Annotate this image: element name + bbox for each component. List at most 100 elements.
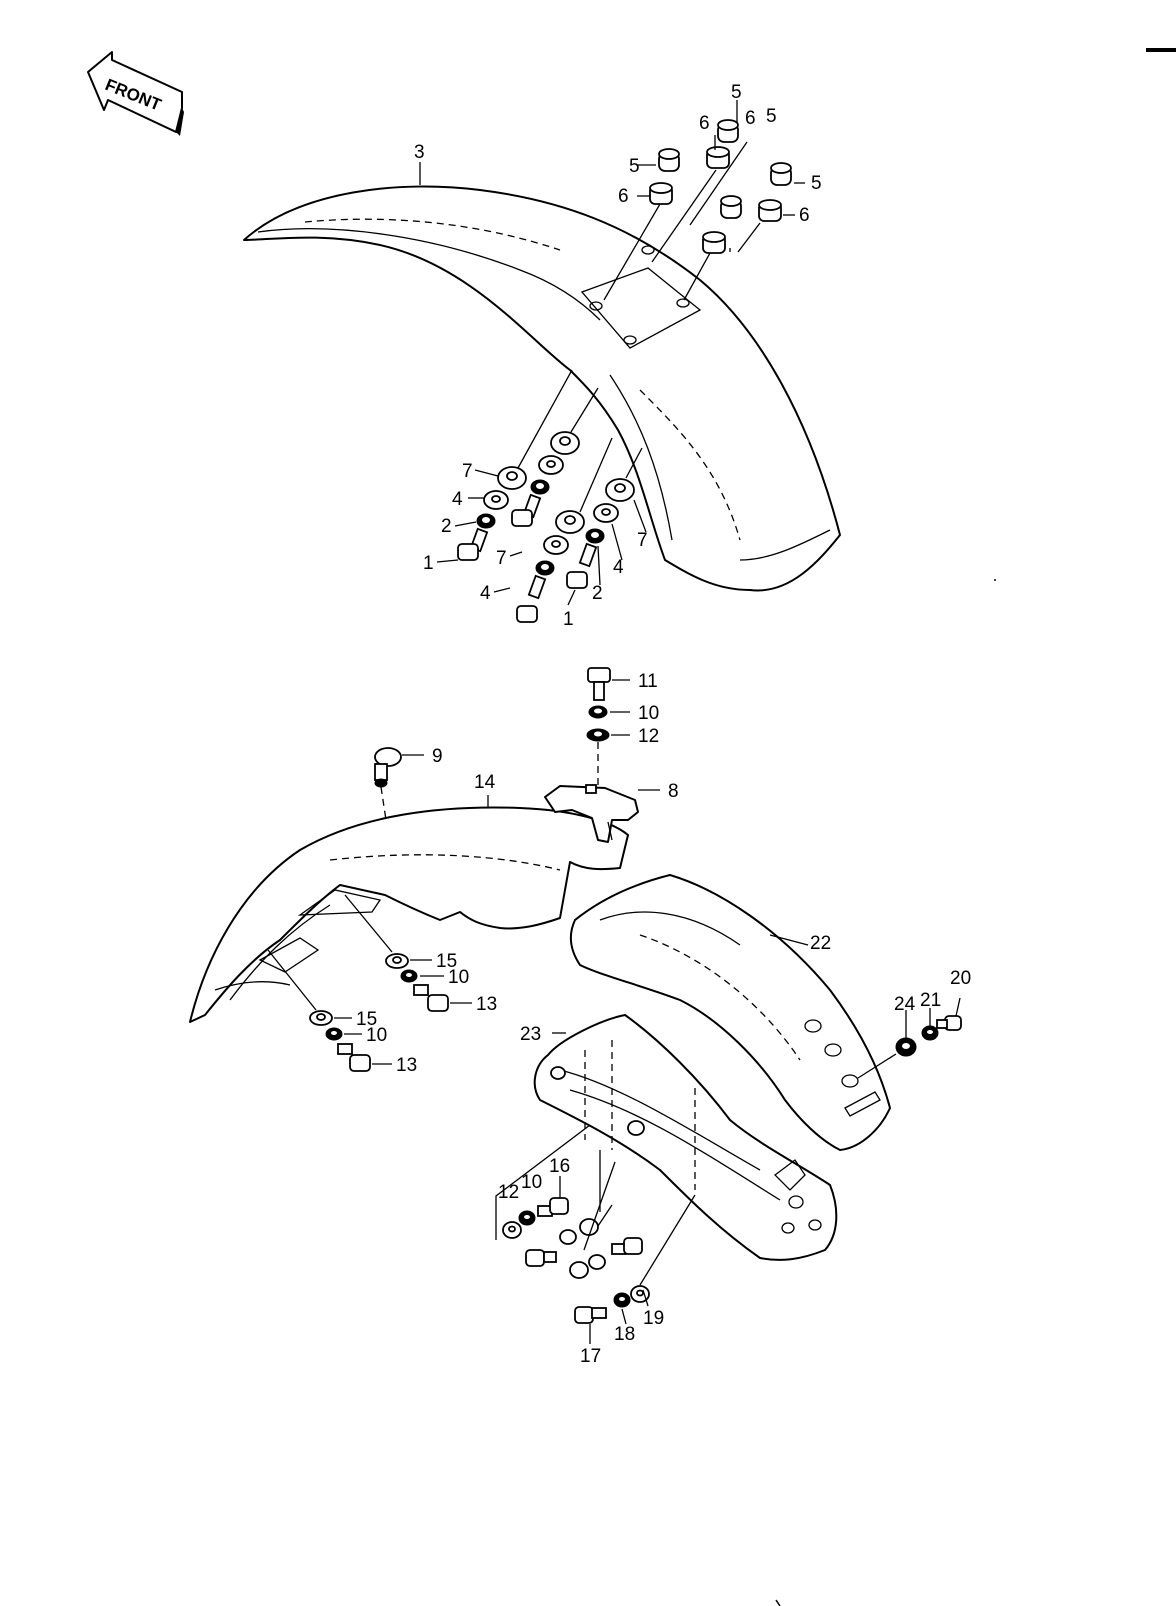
cap-nut-group	[649, 119, 792, 254]
washer-24	[895, 1037, 917, 1057]
callout-leaders	[334, 100, 961, 1344]
bolt-b	[525, 1249, 557, 1267]
washer-b	[579, 1218, 599, 1236]
washer-a	[559, 1229, 577, 1245]
cap-nut-5d	[720, 195, 742, 219]
callout-15: 15	[356, 1009, 377, 1030]
callout-2: 2	[441, 516, 452, 537]
callout-3: 3	[414, 142, 425, 163]
top-leader-lines	[603, 141, 761, 301]
collar-6a	[706, 146, 730, 169]
lock-washer-10b	[400, 969, 418, 983]
grommet-7c	[605, 478, 635, 502]
lock-washer-2a	[476, 513, 496, 529]
callout-5: 5	[766, 106, 777, 127]
rear-fender-22	[569, 874, 891, 1151]
washer-4d	[543, 535, 569, 555]
washer-4c	[593, 503, 619, 523]
bolt-1d	[516, 574, 547, 623]
leader-15a	[344, 894, 393, 953]
callout-20: 20	[950, 968, 971, 989]
rear-fender-front-section	[189, 806, 629, 1023]
callout-18: 18	[614, 1324, 635, 1345]
callout-21: 21	[920, 990, 941, 1011]
callout-11: 11	[638, 671, 658, 692]
callout-6: 6	[699, 113, 710, 134]
bolt-17	[574, 1306, 607, 1324]
callout-14: 14	[474, 772, 496, 793]
leader-15b	[267, 949, 317, 1011]
callout-12: 12	[498, 1182, 519, 1203]
callout-15: 15	[436, 951, 457, 972]
callout-4: 4	[613, 557, 624, 578]
washer-12b	[502, 1221, 522, 1239]
callout-19: 19	[643, 1308, 664, 1329]
callout-4: 4	[452, 489, 463, 510]
rear-leader-lines	[495, 1124, 696, 1286]
bolt-16	[537, 1197, 569, 1217]
callout-6: 6	[618, 186, 629, 207]
washer-15a	[385, 953, 409, 969]
callout-13: 13	[396, 1055, 417, 1076]
callout-23: 23	[520, 1024, 541, 1045]
front-fender	[243, 185, 841, 592]
lock-washer-21	[921, 1025, 939, 1041]
callout-24: 24	[894, 994, 916, 1015]
stray-mark	[994, 579, 996, 581]
callout-10: 10	[638, 703, 659, 724]
front-fender-mount-hardware	[457, 431, 635, 623]
callout-10: 10	[521, 1172, 542, 1193]
grommet-7a	[497, 466, 527, 490]
bracket-8	[544, 784, 639, 843]
callout-10: 10	[448, 967, 469, 988]
washer-4b	[538, 455, 564, 475]
lock-washer-10c	[325, 1027, 343, 1041]
lock-washer-10d	[518, 1210, 536, 1226]
callout-22: 22	[810, 933, 831, 954]
callout-16: 16	[549, 1156, 570, 1177]
callout-13: 13	[476, 994, 497, 1015]
callout-8: 8	[668, 781, 679, 802]
callout-7: 7	[496, 548, 507, 569]
callout-5: 5	[731, 82, 742, 103]
washer-4a	[483, 490, 509, 510]
callout-labels: 3 5 6 6 5 5 6 5 6 7 4 2 1 7 4 7 4 2 1 11…	[356, 82, 971, 1367]
callout-6: 6	[745, 108, 756, 129]
washer-c	[569, 1261, 589, 1279]
washer-d	[588, 1254, 606, 1270]
lock-washer-2d	[535, 560, 555, 576]
callout-5: 5	[811, 173, 822, 194]
lock-washer-18	[613, 1292, 631, 1308]
rear-mount-hardware	[502, 1197, 650, 1324]
lock-washer-2c	[585, 528, 605, 544]
stray-mark-bottom	[775, 1599, 781, 1606]
callout-4: 4	[480, 583, 491, 604]
callout-9: 9	[432, 746, 443, 767]
screw-20	[936, 1015, 962, 1031]
collar-6c	[758, 199, 782, 222]
bolt-13a	[413, 984, 449, 1012]
washer-15b	[309, 1010, 333, 1026]
lock-washer-10a	[588, 705, 608, 719]
callout-7: 7	[462, 461, 473, 482]
grommet-7b	[550, 431, 580, 455]
callout-5: 5	[629, 156, 640, 177]
bolt-1a	[457, 527, 489, 561]
bolt-1b	[511, 493, 542, 527]
washer-12a	[586, 728, 610, 742]
bolt-1c	[566, 542, 598, 589]
callout-1: 1	[423, 553, 434, 574]
callout-7: 7	[637, 530, 648, 551]
clamp-9	[374, 747, 402, 821]
cap-nut-5c	[770, 162, 792, 186]
callout-1: 1	[563, 609, 574, 630]
cap-nut-5a	[717, 119, 739, 143]
callout-6: 6	[799, 205, 810, 226]
callout-17: 17	[580, 1346, 601, 1367]
leader-24	[857, 1053, 897, 1079]
bolt-13b	[337, 1043, 371, 1072]
front-direction-arrow: FRONT	[87, 51, 184, 136]
lock-washer-2b	[530, 479, 550, 495]
grommet-7d	[555, 510, 585, 534]
